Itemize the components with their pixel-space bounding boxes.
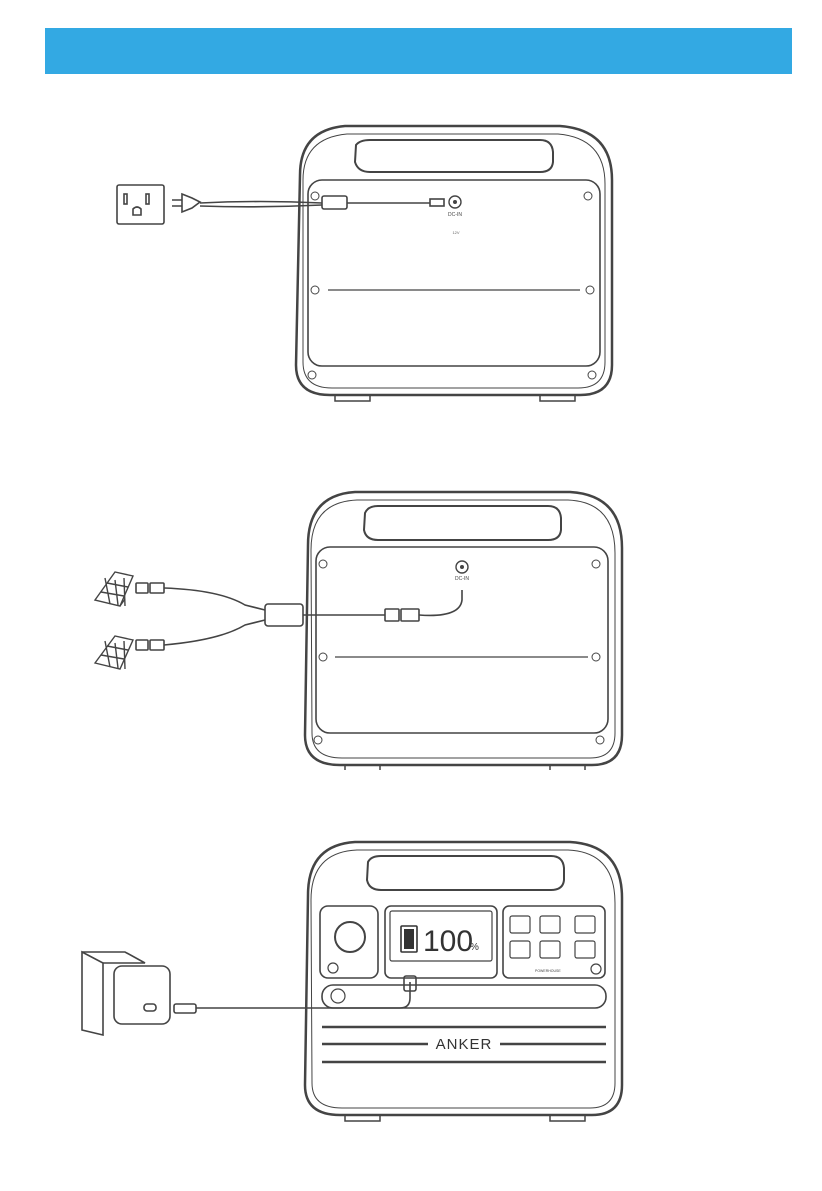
solar-charging-illustration: DC-IN	[0, 480, 822, 770]
usb-c-charger	[82, 952, 170, 1035]
power-station-rear	[305, 492, 622, 770]
wall-outlet	[117, 185, 164, 224]
battery-level-fill	[404, 929, 414, 949]
solar-panel-top	[95, 572, 133, 606]
solar-cable	[136, 583, 462, 650]
power-station-front	[305, 842, 622, 1121]
dc-in-port: DC-IN	[455, 561, 469, 582]
lcd-display: 100 %	[390, 911, 492, 961]
power-station-rear	[296, 126, 612, 401]
dc-in-label: DC-IN	[448, 212, 462, 218]
header-banner	[45, 28, 792, 74]
dc-in-port: DC-IN 12V	[448, 196, 462, 235]
dc-in-label: DC-IN	[455, 576, 469, 582]
usbc-charging-illustration: 100 % POWERHOUSE ANKER	[0, 835, 822, 1125]
brand-logo: ANKER	[436, 1036, 493, 1053]
usb-c-cable	[174, 976, 416, 1013]
solar-panel-bottom	[95, 636, 133, 669]
percent-sign: %	[470, 942, 479, 953]
battery-percent-value: 100	[423, 925, 473, 958]
small-label: 12V	[452, 230, 459, 235]
brand-small: POWERHOUSE	[535, 969, 561, 973]
ac-charging-illustration: DC-IN 12V	[0, 110, 822, 410]
ac-outlets: POWERHOUSE	[510, 916, 601, 974]
